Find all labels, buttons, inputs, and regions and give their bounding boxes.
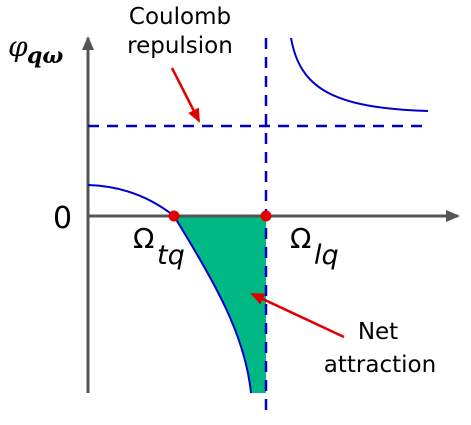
curve-right-branch bbox=[290, 37, 429, 112]
omega-tq-symbol: Ω bbox=[133, 222, 154, 255]
net-attraction-arrow bbox=[250, 292, 345, 339]
net-attraction-region bbox=[174, 216, 266, 393]
omega-tq-subscript: tq bbox=[157, 240, 185, 271]
net-label-line1: Net bbox=[358, 319, 398, 345]
omega-tq-point bbox=[168, 210, 180, 222]
y-axis-symbol: φ bbox=[8, 30, 28, 63]
coulomb-label-line2: repulsion bbox=[127, 33, 233, 59]
net-label-line2: attraction bbox=[324, 352, 436, 378]
zero-label: 0 bbox=[53, 201, 72, 236]
coulomb-arrow bbox=[170, 67, 201, 123]
coulomb-label-line1: Coulomb bbox=[129, 4, 231, 30]
omega-lq-point bbox=[260, 210, 272, 222]
omega-lq-subscript: lq bbox=[314, 240, 339, 271]
omega-lq-symbol: Ω bbox=[290, 222, 311, 255]
y-axis-subscript: qω bbox=[27, 43, 63, 69]
curve-left-branch bbox=[87, 184, 252, 394]
